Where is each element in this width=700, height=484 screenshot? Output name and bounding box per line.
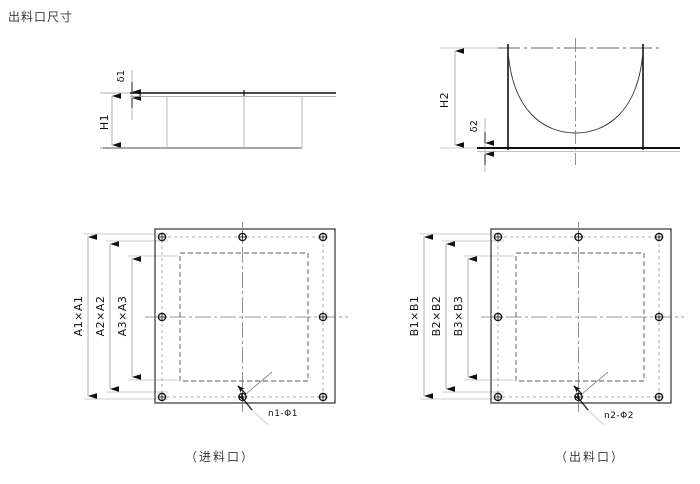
dimension-label-b1: B1×B1 <box>408 296 421 337</box>
dimension-label-delta1: δ1 <box>116 70 127 82</box>
hole-note-leader <box>237 371 273 426</box>
bolt-hole <box>654 392 664 402</box>
bolt-hole <box>318 232 328 242</box>
dimension-b3: B3×B3 <box>452 256 477 380</box>
hole-note-leader <box>573 371 609 426</box>
dimension-delta1: δ1 <box>116 70 141 120</box>
dimension-b2: B2×B2 <box>430 241 455 392</box>
dimension-label-a1: A1×A1 <box>72 296 85 337</box>
bolt-hole <box>238 232 247 242</box>
bolt-hole <box>654 312 664 322</box>
bolt-hole <box>493 232 503 242</box>
view-outlet-flange-plan: B1×B1 B2×B2 B3×B3 <box>408 222 684 426</box>
dimension-h2: H2 <box>438 48 464 148</box>
dimension-label-b3: B3×B3 <box>452 296 465 337</box>
dimension-b1: B1×B1 <box>408 234 433 399</box>
caption-outlet: （出料口） <box>554 450 625 464</box>
bolt-hole <box>157 312 167 322</box>
bolt-hole <box>574 232 583 242</box>
bolt-hole <box>318 392 328 402</box>
dimension-label-a3: A3×A3 <box>116 296 129 337</box>
hole-note-inlet: n1-Φ1 <box>268 409 298 419</box>
flange-outer-plate <box>490 228 672 404</box>
dimension-a2: A2×A2 <box>94 241 119 392</box>
dimension-label-b2: B2×B2 <box>430 296 443 337</box>
flange-outer-plate <box>154 228 336 404</box>
dimension-delta2: δ2 <box>469 118 494 172</box>
view-inlet-flange-plan: A1×A1 A2×A2 A3×A3 <box>72 222 348 426</box>
page-title: 出料口尺寸 <box>8 10 74 24</box>
dimension-label-h1: H1 <box>98 114 111 130</box>
dimension-label-a2: A2×A2 <box>94 296 107 337</box>
view-inlet-side-elevation: H1 δ1 <box>98 70 336 149</box>
bolt-hole <box>654 232 664 242</box>
dimension-label-h2: H2 <box>438 92 451 108</box>
bolt-hole <box>493 392 503 402</box>
dimension-label-delta2: δ2 <box>469 120 480 132</box>
hole-note-outlet: n2-Φ2 <box>604 411 634 421</box>
view-outlet-section-elevation: H2 δ2 <box>438 38 680 172</box>
bolt-hole <box>318 312 328 322</box>
dimension-a3: A3×A3 <box>116 256 141 380</box>
bolt-hole <box>493 312 503 322</box>
bolt-hole <box>157 232 167 242</box>
bolt-hole-group <box>493 232 664 402</box>
dimension-h1: H1 <box>98 93 121 148</box>
dimension-a1: A1×A1 <box>72 234 97 399</box>
caption-inlet: （进料口） <box>184 450 255 464</box>
bolt-hole <box>157 392 167 402</box>
